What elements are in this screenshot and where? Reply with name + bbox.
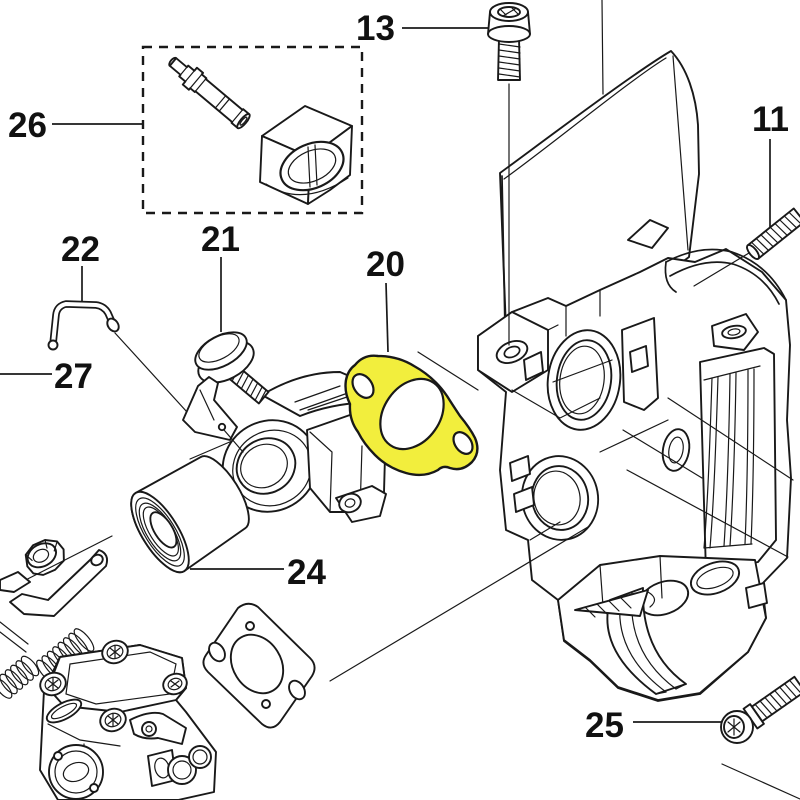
carb-screw xyxy=(162,672,188,696)
reference-lines xyxy=(329,397,800,800)
intake-elbow-21 xyxy=(182,331,387,523)
part-label-21: 21 xyxy=(201,220,240,259)
elbow-cap xyxy=(194,331,255,384)
leader-20 xyxy=(385,282,389,353)
fuel-filter xyxy=(168,56,251,130)
intake-gasket-20-highlighted xyxy=(344,351,479,477)
stud-11 xyxy=(693,207,800,287)
carb-screw xyxy=(99,707,127,733)
stud-11-axis-line xyxy=(693,252,750,287)
part-label-13: 13 xyxy=(356,9,395,48)
throttle-linkage xyxy=(0,549,109,653)
clip-position-line xyxy=(114,332,188,413)
part-label-27: 27 xyxy=(54,357,93,396)
part-label-22: 22 xyxy=(61,230,100,269)
screw-13 xyxy=(487,2,531,346)
handle-bracket xyxy=(699,347,777,575)
upper-port xyxy=(546,329,622,431)
grommet-block xyxy=(259,105,353,205)
bottom-boss xyxy=(557,555,768,701)
carb-screw xyxy=(101,639,129,665)
part-label-11: 11 xyxy=(752,100,789,139)
screw-25 xyxy=(720,675,800,744)
part-label-20: 20 xyxy=(366,245,405,284)
wire-clip-22 xyxy=(47,300,188,413)
lower-port xyxy=(520,455,600,541)
leader-lines xyxy=(0,27,771,723)
nut xyxy=(24,539,65,576)
carb-screw xyxy=(39,671,67,697)
carburetor xyxy=(39,639,217,800)
choke-lever xyxy=(182,376,244,453)
shield-leader-line xyxy=(601,0,604,95)
crankcase xyxy=(477,248,792,702)
part-label-24: 24 xyxy=(287,553,326,592)
part-labels: 13 26 11 22 21 20 27 24 25 xyxy=(8,9,789,745)
sleeve-24 xyxy=(130,455,250,574)
carburetor-gasket xyxy=(202,602,316,729)
chain-tensioner-comb xyxy=(574,587,687,695)
part-label-26: 26 xyxy=(8,106,47,145)
group-box-26 xyxy=(141,45,364,215)
part-label-25: 25 xyxy=(585,706,624,745)
